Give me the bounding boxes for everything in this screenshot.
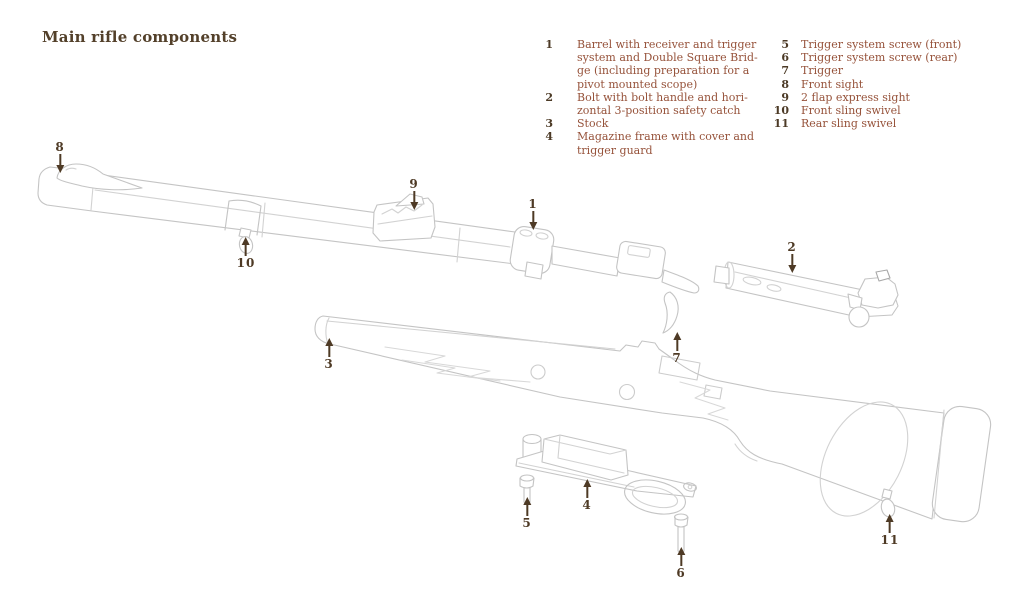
arrow-stem [531, 211, 534, 222]
legend-item-11: 11 Rear sling swivel [758, 117, 1008, 130]
arrow-stem [675, 340, 678, 351]
legend-number: 1 [545, 38, 553, 51]
callout-11-rear-sling-swivel: 11 [881, 514, 900, 547]
legend-number: 7 [781, 64, 789, 78]
legend-label: Rear sling swivel [801, 117, 897, 131]
legend-item-1: 1 Barrel with receiver and trigger syste… [534, 38, 770, 91]
callout-7-trigger: 7 [672, 332, 681, 365]
callout-number: 6 [676, 566, 686, 580]
callout-2-bolt: 2 [787, 240, 796, 273]
callout-number: 1 [528, 197, 538, 211]
arrow-up-icon [885, 514, 894, 522]
callout-4-magazine-frame: 4 [582, 479, 591, 512]
callout-10-front-sling-swivel: 10 [237, 237, 256, 270]
legend-item-10: 10 Front sling swivel [758, 104, 1008, 117]
legend-number: 10 [773, 104, 789, 118]
legend-number: 9 [781, 90, 789, 104]
callout-number: 9 [409, 177, 419, 191]
legend-label: Trigger [801, 64, 843, 78]
arrow-down-icon [55, 165, 64, 173]
callout-number: 7 [672, 351, 682, 365]
arrow-stem [888, 522, 891, 533]
legend-label: Trigger system screw (front) [801, 38, 962, 51]
arrow-stem [679, 555, 682, 566]
callout-number: 2 [787, 240, 797, 254]
callout-9-express-sight: 9 [409, 177, 418, 210]
trigger-guard-bow-drawing [624, 479, 686, 515]
legend-label: Front sight [801, 77, 864, 91]
legend-label: Bolt with bolt handle and hori- zontal 3… [577, 90, 748, 118]
legend-number: 11 [773, 117, 789, 131]
cheekpiece-drawing [819, 401, 909, 517]
trigger-drawing [662, 291, 679, 334]
callout-8-front-sight: 8 [55, 140, 64, 173]
page-title: Main rifle components [42, 28, 238, 46]
legend-number: 3 [545, 117, 553, 131]
arrow-up-icon [522, 497, 531, 505]
barrel-receiver-drawing [37, 163, 700, 334]
legend-item-2: 2 Bolt with bolt handle and hori- zontal… [534, 91, 770, 117]
callout-1-barrel-receiver: 1 [528, 197, 537, 230]
legend-number: 5 [781, 38, 789, 51]
legend-label: Front sling swivel [801, 104, 901, 118]
arrow-stem [244, 245, 247, 256]
legend-item-8: 8 Front sight [758, 78, 1008, 91]
legend-number: 4 [545, 130, 553, 144]
arrow-down-icon [787, 265, 796, 273]
rear-sling-swivel-drawing [880, 488, 896, 518]
arrow-stem [327, 346, 330, 357]
legend-number: 8 [781, 77, 789, 91]
arrow-stem [585, 487, 588, 498]
callout-5-front-screw: 5 [522, 497, 531, 530]
legend-label: Trigger system screw (rear) [801, 51, 958, 65]
express-sight-drawing [372, 193, 436, 242]
arrow-up-icon [241, 237, 250, 245]
arrow-stem [412, 191, 415, 202]
arrow-up-icon [672, 332, 681, 340]
callout-number: 4 [582, 498, 592, 512]
stock-drawing [314, 315, 992, 523]
rear-bridge-drawing [616, 240, 666, 280]
arrow-down-icon [528, 222, 537, 230]
callout-number: 5 [522, 516, 532, 530]
callout-number: 3 [324, 357, 334, 371]
legend-item-4: 4 Magazine frame with cover and trigger … [534, 130, 770, 156]
legend-label: Magazine frame with cover and trigger gu… [577, 130, 755, 157]
legend-item-3: 3 Stock [534, 117, 770, 130]
magazine-frame-drawing [515, 433, 697, 515]
recoil-pad-drawing [931, 405, 992, 523]
callout-3-stock: 3 [324, 338, 333, 371]
front-sight-drawing [56, 163, 143, 191]
legend-item-6: 6 Trigger system screw (rear) [758, 51, 1008, 64]
legend-label: 2 flap express sight [801, 90, 910, 104]
receiver-ring-drawing [509, 226, 555, 280]
arrow-down-icon [409, 202, 418, 210]
legend-number: 6 [781, 51, 789, 65]
legend-item-9: 9 2 flap express sight [758, 91, 1008, 104]
arrow-up-icon [676, 547, 685, 555]
arrow-up-icon [324, 338, 333, 346]
legend-column-2: 5 Trigger system screw (front) 6 Trigger… [758, 38, 1008, 130]
arrow-up-icon [582, 479, 591, 487]
arrow-stem [790, 254, 793, 265]
legend-item-7: 7 Trigger [758, 64, 1008, 77]
bolt-shroud-drawing [857, 269, 899, 309]
legend-number: 2 [545, 90, 553, 104]
legend-column-1: 1 Barrel with receiver and trigger syste… [534, 38, 770, 157]
legend-label: Barrel with receiver and trigger system … [577, 38, 758, 91]
legend-item-5: 5 Trigger system screw (front) [758, 38, 1008, 51]
callout-number: 8 [55, 140, 65, 154]
bolt-drawing [713, 261, 899, 328]
arrow-stem [58, 154, 61, 165]
callout-6-rear-screw: 6 [676, 547, 685, 580]
callout-number: 11 [880, 533, 900, 547]
legend-label: Stock [577, 117, 609, 131]
safety-catch-drawing [875, 269, 891, 282]
arrow-stem [525, 505, 528, 516]
callout-number: 10 [236, 256, 256, 270]
bolt-handle-drawing [847, 293, 870, 328]
tang-drawing [661, 269, 700, 294]
